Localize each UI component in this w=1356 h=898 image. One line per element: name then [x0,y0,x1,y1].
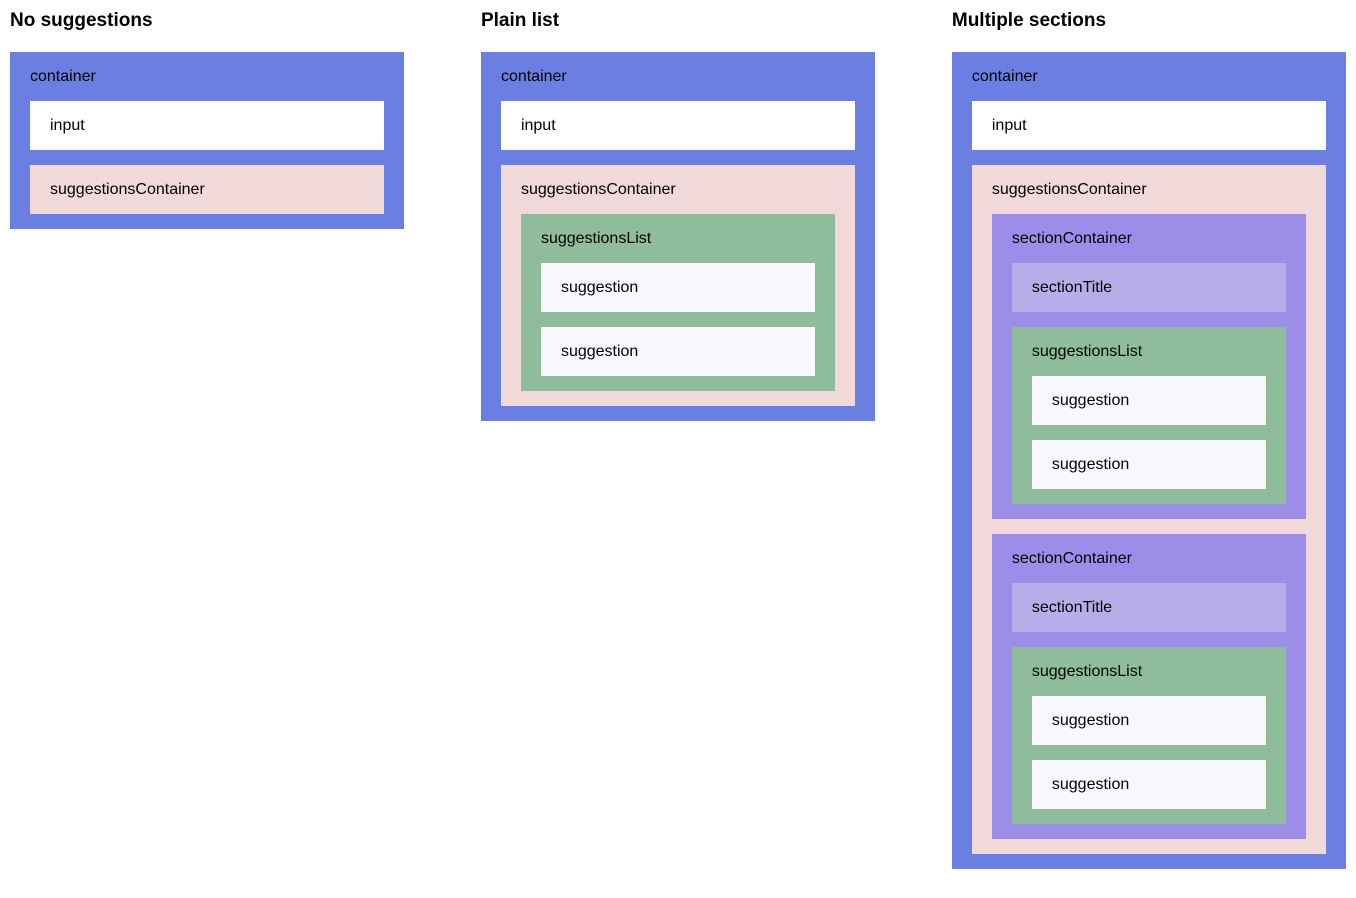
suggestions-list-box: suggestionsList suggestion suggestion [1011,327,1286,504]
example-heading-no-suggestions: No suggestions [10,10,153,31]
section-container-label: sectionContainer [1011,550,1132,567]
suggestions-list-box: suggestionsList suggestion suggestion [1011,647,1286,824]
input-box: input [30,101,385,150]
theme-structure-diagram: No suggestions container input suggestio… [10,10,1346,869]
suggestion-label: suggestion [1051,392,1130,409]
example-heading-plain-list: Plain list [480,10,560,31]
container-box: container input suggestionsContainer sug… [480,52,876,421]
container-label: container [500,68,567,85]
section-title-box: sectionTitle [1011,263,1286,312]
section-title-label: sectionTitle [1031,599,1113,616]
example-column-plain-list: Plain list container input suggestionsCo… [480,10,876,421]
section-title-label: sectionTitle [1031,279,1113,296]
suggestions-container-label: suggestionsContainer [50,181,205,198]
suggestions-container-label: suggestionsContainer [991,181,1147,198]
suggestion-item: suggestion [1031,760,1266,809]
suggestion-item: suggestion [540,327,816,376]
suggestion-label: suggestion [1051,456,1130,473]
suggestion-label: suggestion [1051,776,1130,793]
input-box: input [971,101,1326,150]
suggestions-container-box: suggestionsContainer sectionContainer se… [971,165,1326,854]
container-label: container [30,68,96,85]
suggestion-item: suggestion [1031,696,1266,745]
suggestion-item: suggestion [1031,376,1266,425]
container-box: container input suggestionsContainer [10,52,405,229]
suggestion-label: suggestion [560,343,639,360]
container-label: container [971,68,1038,85]
suggestions-container-label: suggestionsContainer [520,181,676,198]
section-container-box: sectionContainer sectionTitle suggestion… [991,214,1306,519]
suggestion-item: suggestion [1031,440,1266,489]
section-container-box: sectionContainer sectionTitle suggestion… [991,534,1306,839]
suggestions-list-box: suggestionsList suggestion suggestion [520,214,836,391]
container-box: container input suggestionsContainer sec… [951,52,1346,869]
section-container-label: sectionContainer [1011,230,1132,247]
suggestions-container-box: suggestionsContainer suggestionsList sug… [500,165,856,406]
suggestion-item: suggestion [540,263,816,312]
example-column-no-suggestions: No suggestions container input suggestio… [10,10,405,229]
suggestions-container-box: suggestionsContainer [30,165,385,214]
input-label: input [50,117,85,134]
suggestion-label: suggestion [1051,712,1130,729]
example-heading-multiple-sections: Multiple sections [951,10,1107,31]
suggestion-label: suggestion [560,279,639,296]
example-column-multiple-sections: Multiple sections container input sugges… [951,10,1346,869]
input-box: input [500,101,856,150]
section-title-box: sectionTitle [1011,583,1286,632]
input-label: input [520,117,556,134]
suggestions-list-label: suggestionsList [1031,343,1143,360]
suggestions-list-label: suggestionsList [540,230,652,247]
input-label: input [991,117,1027,134]
suggestions-list-label: suggestionsList [1031,663,1143,680]
